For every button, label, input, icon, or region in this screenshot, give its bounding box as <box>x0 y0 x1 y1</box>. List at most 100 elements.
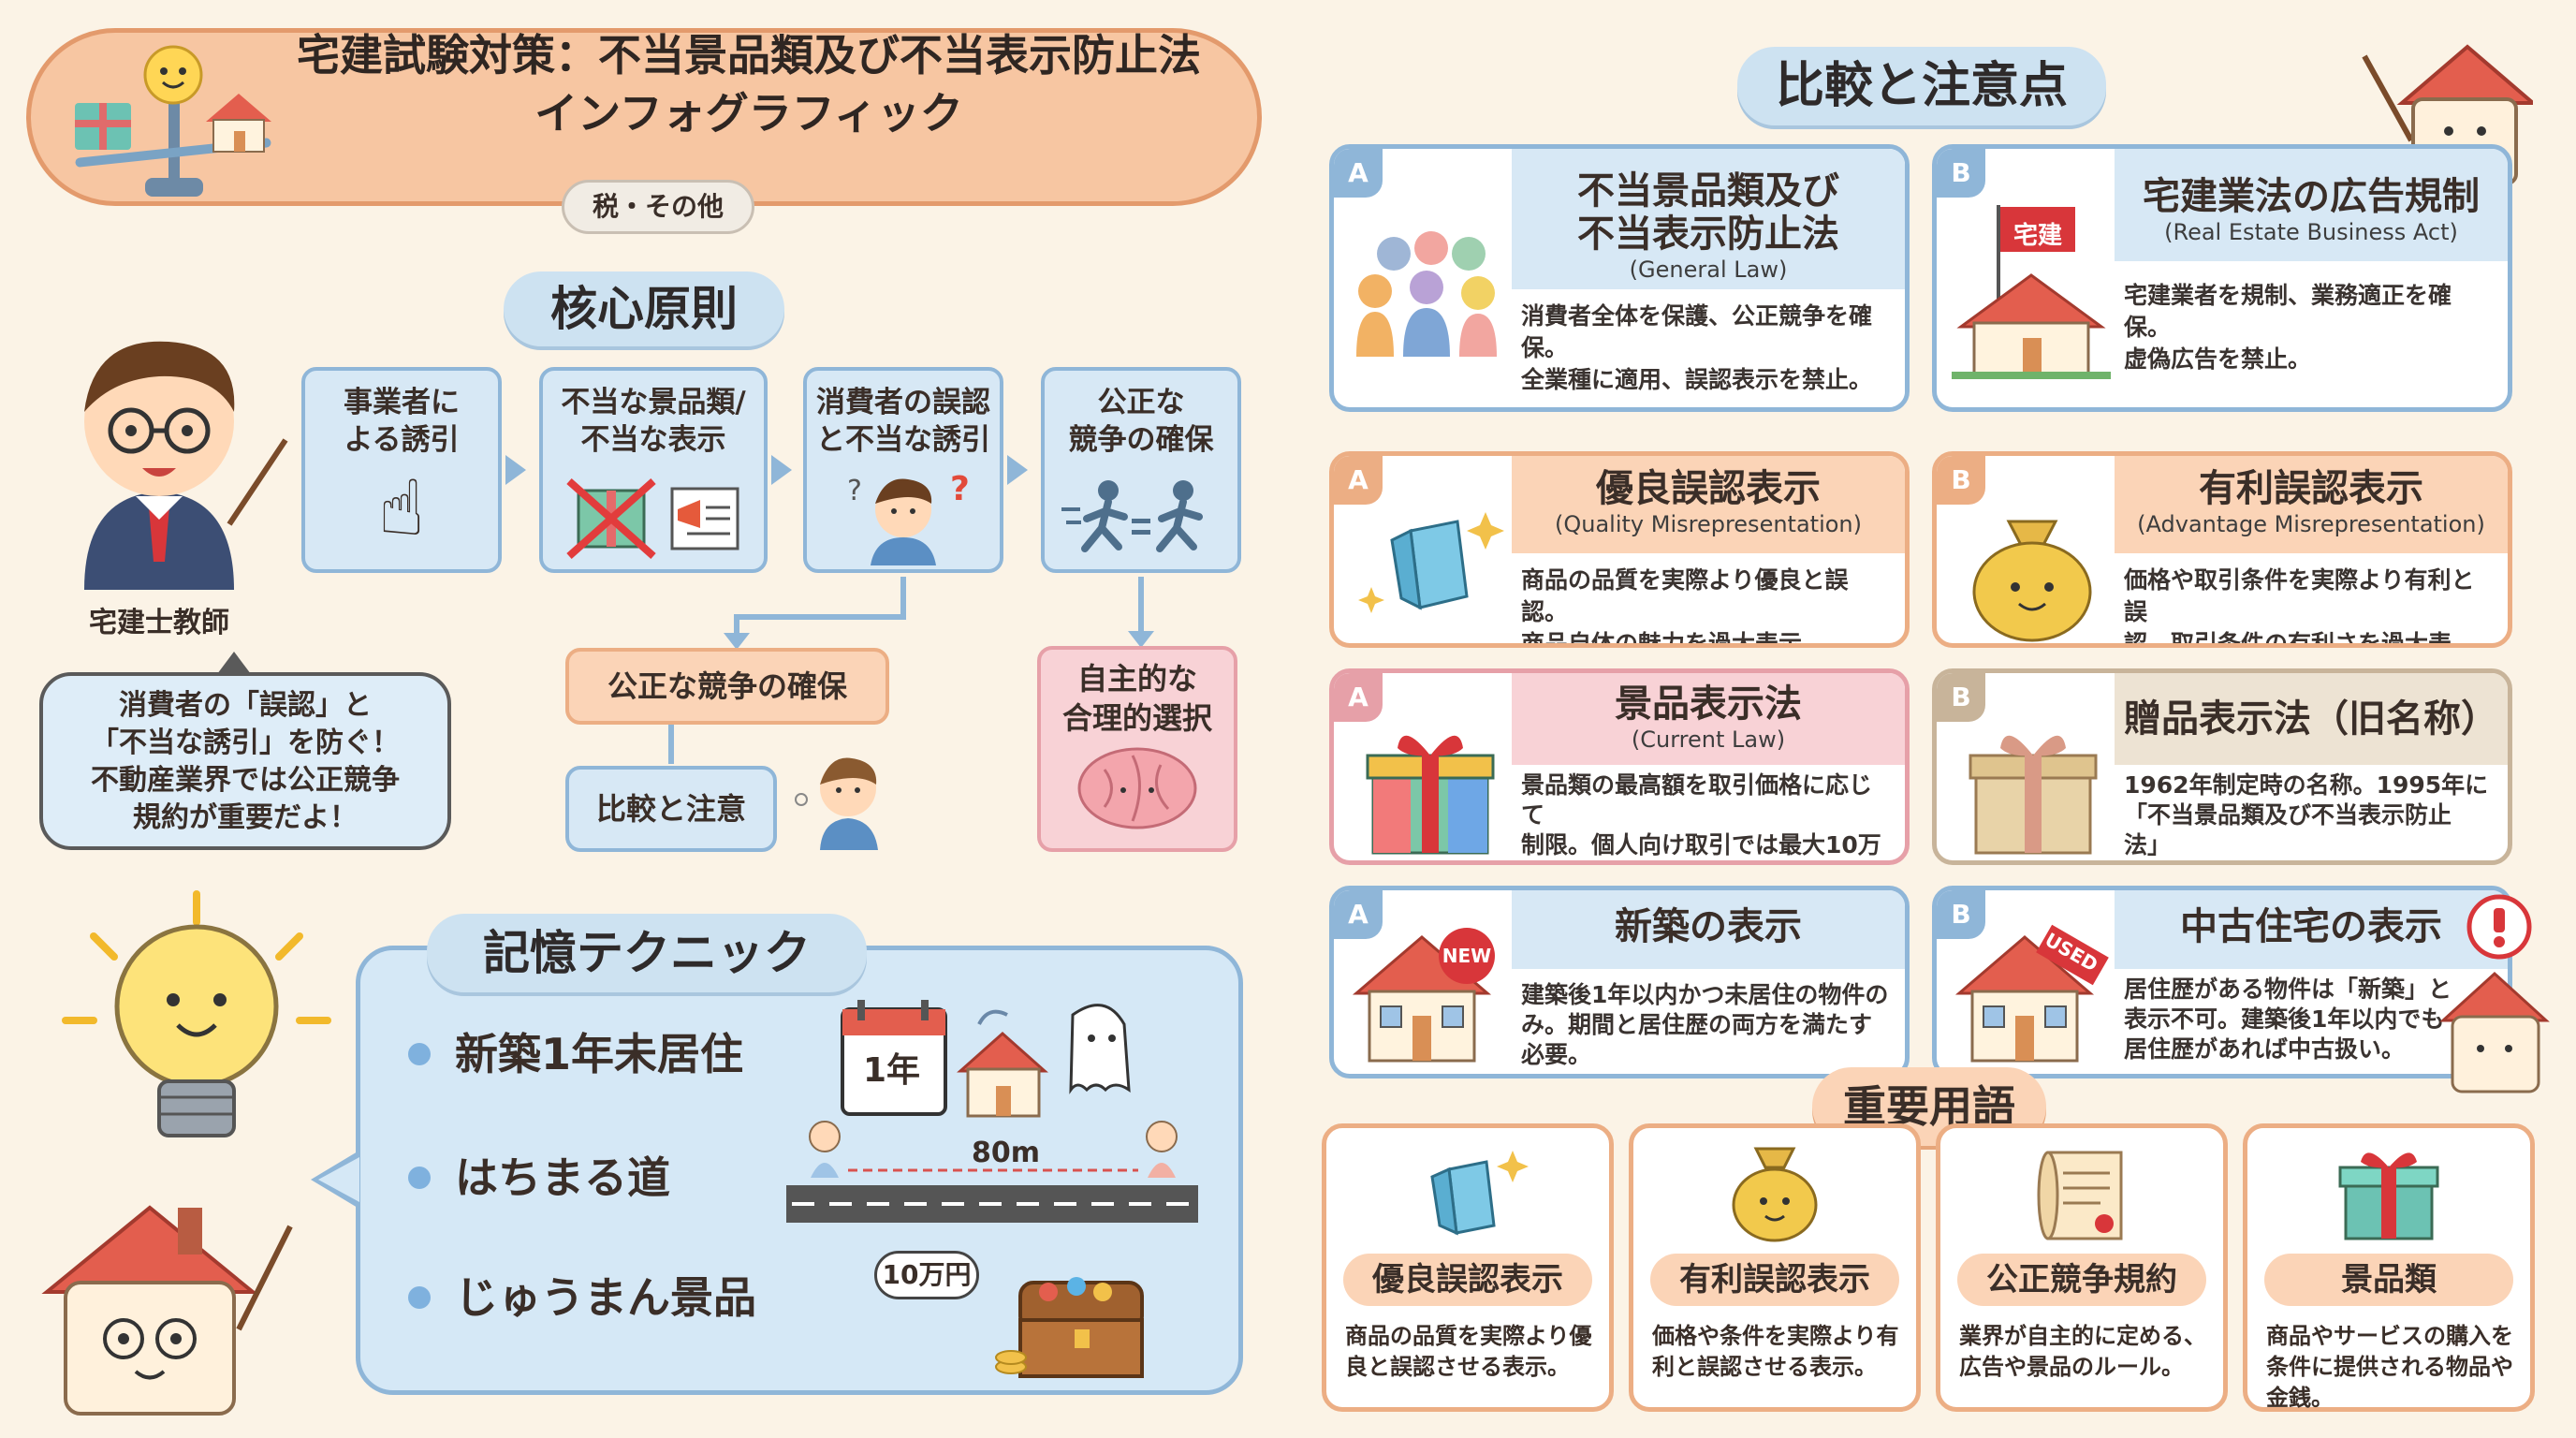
treasure-chest-icon <box>995 1277 1144 1378</box>
term-card-advantage: 有利誤認表示 価格や条件を実際より有 利と誤認させる表示。 <box>1629 1123 1921 1412</box>
flag-house-icon <box>1952 205 2111 379</box>
comparison-card-old-law-name: B 贈品表示法（旧名称） 1962年制定時の名称。1995年に 「不当景品類及び… <box>1932 668 2512 865</box>
flow-step-fair-competition: 公正な 競争の確保 <box>1041 367 1241 573</box>
card-subtitle: (Current Law) <box>1631 726 1786 753</box>
term-description: 価格や条件を実際より有 利と誤認させる表示。 <box>1652 1323 1899 1380</box>
card-header: 景品表示法 (Current Law) <box>1512 673 1905 765</box>
card-title: 優良誤認表示 <box>1596 467 1821 510</box>
term-card-premiums: 景品類 商品やサービスの購入を 条件に提供される物品や 金銭。 <box>2243 1123 2535 1412</box>
title-line-1: 宅建試験対策：不当景品類及び不当表示防止法 <box>297 30 1201 81</box>
running-competitors-icon <box>1061 480 1203 552</box>
term-name: 優良誤認表示 <box>1343 1254 1592 1306</box>
term-name: 有利誤認表示 <box>1650 1254 1899 1306</box>
card-body: 新築の表示 建築後1年以内かつ未居住の物件の み。期間と居住歴の両方を満たす 必… <box>1512 890 1905 1074</box>
term-card-quality: 優良誤認表示 商品の品質を実際より優 良と誤認させる表示。 <box>1322 1123 1614 1412</box>
memory-item-text: じゅうまん景品 <box>455 1272 756 1323</box>
lightbulb-icon <box>62 890 331 1137</box>
memory-item-text: 新築1年未居住 <box>455 1029 744 1079</box>
bullet-dot <box>408 1042 431 1065</box>
connector-line <box>734 614 739 635</box>
panel-pointer-fill <box>318 1157 359 1202</box>
scale-icon <box>75 45 271 197</box>
card-body: 不当景品類及び 不当表示防止法 (General Law) 消費者全体を保護、公… <box>1512 149 1905 407</box>
flow-arrow <box>505 455 526 485</box>
step-label: 消費者の誤認 と不当な誘引 <box>816 386 990 457</box>
consumer-group-icon <box>1356 231 1497 357</box>
comparison-card-new-build: A NEW 新築の表示 建築後1年以内かつ未居住の物件の み。期間と居住歴の両方… <box>1329 886 1910 1078</box>
core-section-title: 核心原則 <box>504 271 784 346</box>
connector-line <box>734 614 906 620</box>
memory-item-prize: じゅうまん景品 <box>408 1264 756 1326</box>
distance-label: 80m <box>972 1137 1041 1169</box>
card-subtitle: (Advantage Misrepresentation) <box>2137 511 2485 537</box>
card-description: 景品類の最高額を取引価格に応じて 制限。個人向け取引では最大10万円 まで。 <box>1521 771 1881 858</box>
card-title: 新築の表示 <box>1615 905 1802 948</box>
svg-text:?: ? <box>950 470 970 508</box>
old-gift-box-icon <box>1969 735 2098 855</box>
flow-step-inducement: 事業者に よる誘引 ☝ <box>301 367 502 573</box>
card-subtitle: (Real Estate Business Act) <box>2164 219 2458 245</box>
flow-arrow <box>771 455 792 485</box>
road-illustration <box>786 1121 1198 1223</box>
term-description: 商品やサービスの購入を 条件に提供される物品や 金銭。 <box>2266 1323 2513 1411</box>
card-title: 有利誤認表示 <box>2199 467 2423 510</box>
card-subtitle: (Quality Misrepresentation) <box>1554 511 1862 537</box>
card-title: 不当景品類及び 不当表示防止法 <box>1577 169 1839 256</box>
memory-item-new-build: 新築1年未居住 <box>408 1020 743 1082</box>
brain-icon <box>1077 747 1197 829</box>
card-badge-b: B <box>1937 890 1985 939</box>
speech-tail <box>217 652 251 674</box>
flag-label: 宅建 <box>2012 222 2062 250</box>
new-sign-label: NEW <box>1442 945 1492 967</box>
connector-line <box>668 725 674 764</box>
calendar-house-ghost-illustration <box>841 1000 1131 1118</box>
bullet-dot <box>408 1285 431 1309</box>
card-description: 価格や取引条件を実際より有利と誤 認。取引条件の有利さを過大表示。 <box>2124 566 2475 648</box>
bullet-dot <box>408 1166 431 1189</box>
money-bag-icon <box>1732 1147 1818 1242</box>
card-body: 贈品表示法（旧名称） 1962年制定時の名称。1995年に 「不当景品類及び不当… <box>2115 673 2508 860</box>
category-tag: 税・その他 <box>562 180 754 234</box>
connector-line <box>1138 577 1144 633</box>
term-description: 商品の品質を実際より優 良と誤認させる表示。 <box>1345 1323 1592 1380</box>
term-card-fair-competition-code: 公正競争規約 業界が自主的に定める、 広告や景品のルール。 <box>1936 1123 2228 1412</box>
card-body: 優良誤認表示 (Quality Misrepresentation) 商品の品質… <box>1512 456 1905 643</box>
autonomous-choice-box: 自主的な 合理的選択 <box>1037 646 1237 852</box>
card-badge-b: B <box>1937 673 1985 722</box>
teacher-speech-bubble: 消費者の「誤認」と 「不当な誘引」を防ぐ！ 不動産業界では公正競争 規約が重要だ… <box>39 672 451 850</box>
comparison-card-current-law: A 景品表示法 (Current Law) 景品類の最高額を取引価格に応じて 制… <box>1329 668 1910 865</box>
step-label: 事業者に よる誘引 <box>344 386 460 457</box>
card-body: 中古住宅の表示 居住歴がある物件は「新築」と 表示不可。建築後1年以内でも 居住… <box>2115 890 2508 1074</box>
card-header: 不当景品類及び 不当表示防止法 (General Law) <box>1512 149 1905 289</box>
autonomous-choice-label: 自主的な 合理的選択 <box>1061 661 1212 736</box>
connector-arrowhead <box>724 633 750 650</box>
svg-text:?: ? <box>847 475 862 507</box>
card-badge-b: B <box>1937 456 1985 505</box>
card-body: 景品表示法 (Current Law) 景品類の最高額を取引価格に応じて 制限。… <box>1512 673 1905 860</box>
memory-section-title: 記憶テクニック <box>427 914 867 992</box>
comparison-section-title: 比較と注意点 <box>1737 47 2106 125</box>
term-description: 業界が自主的に定める、 広告や景品のルール。 <box>1959 1323 2206 1380</box>
card-badge-a: A <box>1334 456 1383 505</box>
thinking-child-icon <box>795 757 878 850</box>
memory-item-road: はちまる道 <box>408 1144 670 1206</box>
card-badge-a: A <box>1334 149 1383 198</box>
card-header: 新築の表示 <box>1512 890 1905 969</box>
scroll-document-icon <box>2037 1151 2123 1240</box>
card-badge-b: B <box>1937 149 1985 198</box>
card-title: 中古住宅の表示 <box>2180 905 2442 948</box>
gift-box-icon <box>2338 1152 2439 1240</box>
flow-step-unfair-prize: 不当な景品類/ 不当な表示 <box>539 367 768 573</box>
crystal-cube-icon <box>1430 1151 1529 1236</box>
card-title: 贈品表示法（旧名称） <box>2124 697 2498 741</box>
card-badge-a: A <box>1334 890 1383 939</box>
card-title: 景品表示法 <box>1615 682 1802 726</box>
step-label: 不当な景品類/ 不当な表示 <box>561 386 746 457</box>
card-body: 有利誤認表示 (Advantage Misrepresentation) 価格や… <box>2115 456 2508 643</box>
crystal-cube-icon <box>1358 512 1504 613</box>
card-description: 1962年制定時の名称。1995年に 「不当景品類及び不当表示防止法」 に改称。 <box>2124 771 2489 858</box>
card-subtitle: (General Law) <box>1629 257 1788 283</box>
flow-arrow <box>1007 455 1028 485</box>
teacher-speech-text: 消費者の「誤認」と 「不当な誘引」を防ぐ！ 不動産業界では公正競争 規約が重要だ… <box>91 689 400 834</box>
connector-arrowhead <box>1128 631 1154 648</box>
